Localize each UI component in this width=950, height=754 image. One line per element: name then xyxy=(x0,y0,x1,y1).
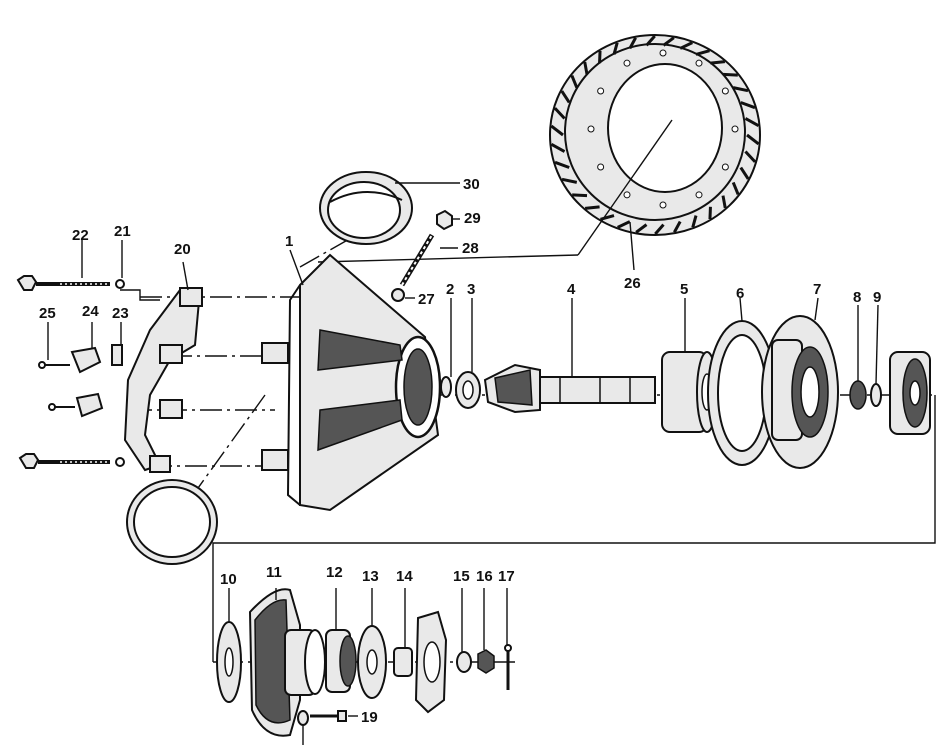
gear-bolt-hole xyxy=(597,163,605,171)
washer-13 xyxy=(357,588,387,699)
gear-tooth xyxy=(673,220,682,233)
gear-bolt-hole xyxy=(659,49,667,57)
bearing-retainer xyxy=(761,297,839,469)
gear-bolt-hole xyxy=(597,87,605,95)
bearing-cup-bottom xyxy=(126,479,218,565)
stud-and-nut xyxy=(391,209,460,302)
label-25: 25 xyxy=(39,305,56,322)
gear-tooth xyxy=(744,150,757,163)
label-15: 15 xyxy=(453,568,470,585)
gear-tooth xyxy=(654,223,665,235)
gear-tooth xyxy=(583,61,589,75)
label-10: 10 xyxy=(220,571,237,588)
gear-bolt-hole xyxy=(587,125,595,133)
hub-cover xyxy=(248,588,326,737)
gear-bolt-hole xyxy=(731,125,739,133)
gear-bolt-hole xyxy=(721,163,729,171)
gear-tooth xyxy=(721,195,727,209)
gear-tooth xyxy=(560,90,571,104)
nut-washer-pin xyxy=(456,588,512,690)
gear-tooth xyxy=(553,107,566,120)
screw-19 xyxy=(297,710,358,745)
gear-tooth xyxy=(554,160,570,169)
flange-14 xyxy=(393,588,448,714)
differential-housing xyxy=(261,249,442,512)
bolts xyxy=(16,240,160,469)
label-28: 28 xyxy=(462,240,479,257)
label-14: 14 xyxy=(396,568,413,585)
label-3: 3 xyxy=(467,281,475,298)
label-17: 17 xyxy=(498,568,515,585)
label-24: 24 xyxy=(82,303,99,320)
label-11: 11 xyxy=(266,564,282,581)
ring-gear xyxy=(317,34,761,271)
label-7: 7 xyxy=(813,281,821,298)
gear-tooth xyxy=(746,133,760,146)
label-30: 30 xyxy=(463,176,480,193)
label-4: 4 xyxy=(567,281,576,298)
gear-bolt-hole xyxy=(623,59,631,67)
label-29: 29 xyxy=(464,210,481,227)
gear-tooth xyxy=(570,74,579,89)
lock-plates xyxy=(38,322,123,418)
gear-tooth xyxy=(744,117,760,127)
bearing-cup-top xyxy=(319,171,460,245)
gear-tooth xyxy=(731,181,740,196)
gasket xyxy=(707,297,777,466)
gear-tooth xyxy=(722,72,738,77)
washer-10 xyxy=(216,588,242,703)
label-19: 19 xyxy=(361,709,378,726)
gear-tooth xyxy=(691,215,698,228)
gear-tooth xyxy=(732,86,749,93)
label-16: 16 xyxy=(476,568,493,585)
gear-tooth xyxy=(740,101,756,110)
gear-tooth xyxy=(710,60,726,65)
label-13: 13 xyxy=(362,568,379,585)
label-22: 22 xyxy=(72,227,89,244)
gear-tooth xyxy=(584,205,600,210)
label-8: 8 xyxy=(853,289,861,306)
label-26: 26 xyxy=(624,275,641,292)
pinion-shaft xyxy=(483,298,656,414)
label-27: 27 xyxy=(418,291,435,308)
label-2: 2 xyxy=(446,281,454,298)
gear-bolt-hole xyxy=(695,59,703,67)
label-6: 6 xyxy=(736,285,744,302)
label-23: 23 xyxy=(112,305,129,322)
gear-tooth xyxy=(572,193,588,198)
gear-tooth xyxy=(617,220,631,229)
gear-tooth xyxy=(550,143,566,153)
label-1: 1 xyxy=(285,233,293,250)
label-9: 9 xyxy=(873,289,881,306)
label-21: 21 xyxy=(114,223,131,240)
gear-tooth xyxy=(550,124,564,137)
gear-tooth xyxy=(739,166,750,180)
label-20: 20 xyxy=(174,241,191,258)
label-5: 5 xyxy=(680,281,688,298)
bearing-cap xyxy=(123,261,203,473)
label-12: 12 xyxy=(326,564,343,581)
bearing-12 xyxy=(325,588,357,693)
shim-and-bearing xyxy=(440,298,481,409)
gear-bolt-hole xyxy=(695,191,703,199)
part-labels: 1 2 3 4 5 6 7 8 9 10 11 12 13 14 15 16 1… xyxy=(39,176,881,726)
gear-bolt-hole xyxy=(659,201,667,209)
pinion-bearing-rear xyxy=(889,351,931,435)
nut-and-washer xyxy=(849,304,882,410)
gear-tooth xyxy=(635,223,648,234)
gear-bolt-hole xyxy=(623,191,631,199)
gear-bolt-hole xyxy=(721,87,729,95)
gear-tooth xyxy=(561,177,578,184)
